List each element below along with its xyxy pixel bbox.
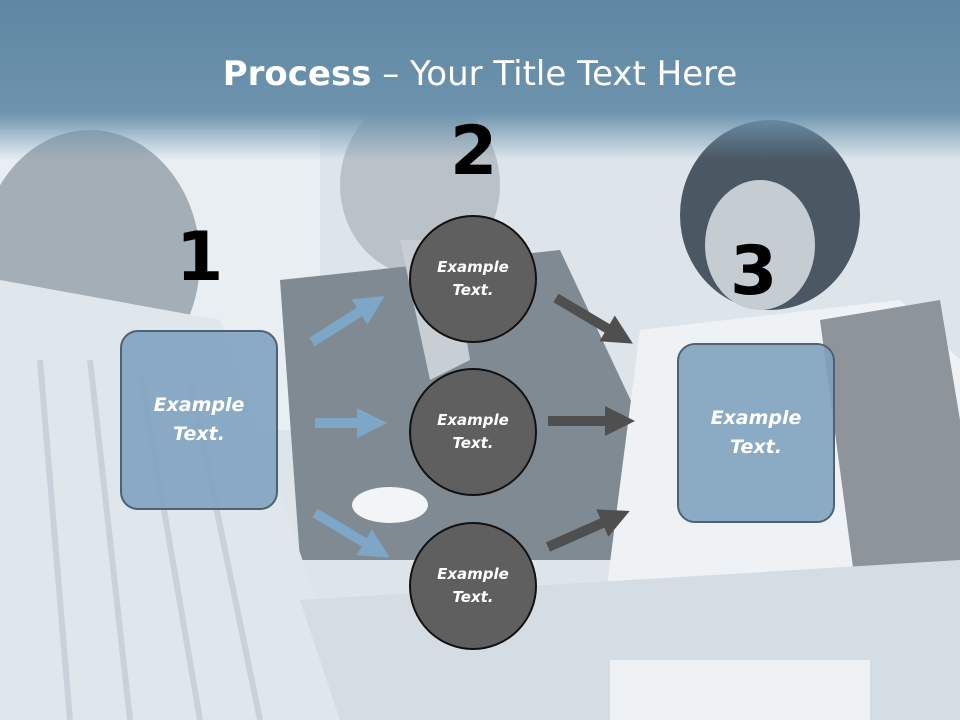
step-number-2: 2 xyxy=(450,112,498,191)
circle-bottom-text: Example Text. xyxy=(437,565,509,606)
slide-title: Process – Your Title Text Here xyxy=(0,52,960,96)
title-bold: Process xyxy=(222,54,372,94)
title-rest: – Your Title Text Here xyxy=(371,54,738,94)
title-band xyxy=(0,0,960,160)
arrow-blue-up xyxy=(309,295,385,347)
arrow-blue-down xyxy=(312,508,390,558)
arrow-dark-down xyxy=(553,293,633,344)
step-number-3: 3 xyxy=(730,232,778,311)
left-text-box: Example Text. xyxy=(120,330,278,510)
left-box-text: Example Text. xyxy=(153,394,245,445)
arrow-dark-up xyxy=(545,509,630,552)
step-number-1: 1 xyxy=(176,218,224,297)
circle-bottom: Example Text. xyxy=(409,522,537,650)
circle-middle-text: Example Text. xyxy=(437,411,509,452)
right-box-text: Example Text. xyxy=(710,407,802,458)
right-text-box: Example Text. xyxy=(677,343,835,523)
circle-middle: Example Text. xyxy=(409,368,537,496)
circle-top: Example Text. xyxy=(409,215,537,343)
circle-top-text: Example Text. xyxy=(437,258,509,299)
